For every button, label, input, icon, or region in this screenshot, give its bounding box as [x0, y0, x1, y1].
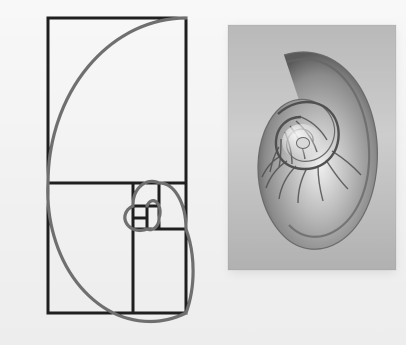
- shell-core: [297, 138, 310, 149]
